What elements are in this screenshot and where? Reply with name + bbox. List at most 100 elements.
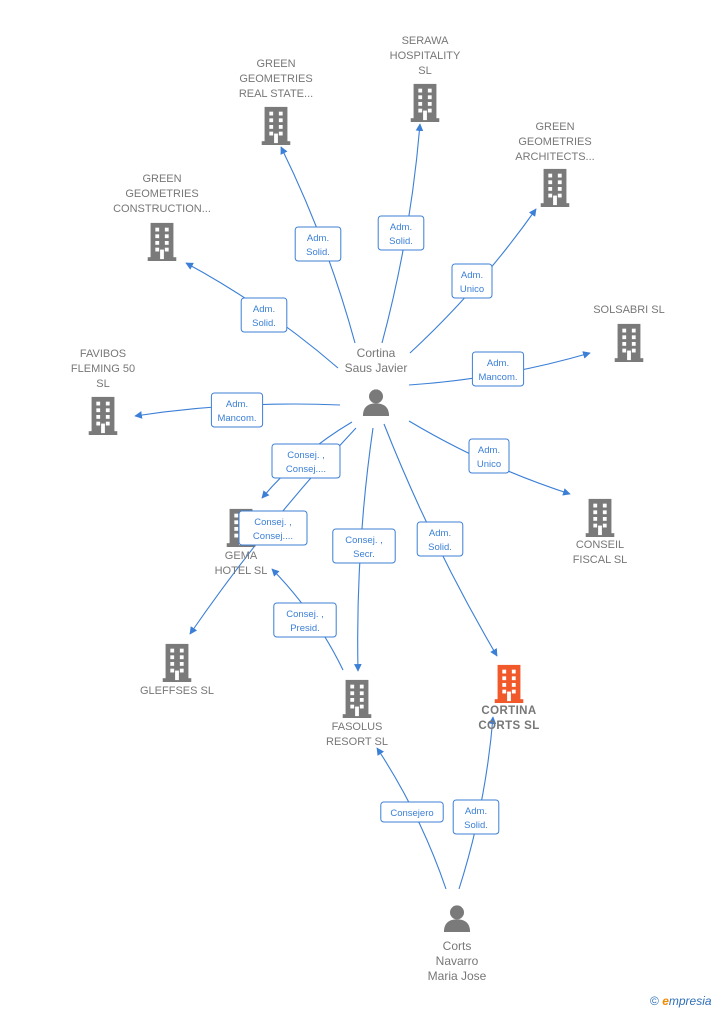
edge-label-cortina-saus-to-green-arch[interactable]: Adm. Unico: [451, 263, 493, 299]
edge-label-cortina-saus-to-gleffses[interactable]: Consej. ,Consej....: [238, 510, 308, 546]
building-icon: [147, 222, 177, 261]
brand-name: mpresia: [668, 994, 712, 1008]
node-label: GEOMETRIES: [239, 73, 312, 85]
building-icon: [342, 679, 372, 718]
edge-label-text: Adm.: [465, 806, 487, 817]
brand-initial: e: [662, 994, 669, 1008]
edge-label-text: Presid.: [290, 623, 320, 634]
edge-label-text: Consej. ,: [286, 609, 324, 620]
edge-label-cortina-saus-to-gema[interactable]: Consej. ,Consej....: [271, 443, 341, 479]
edge-label-corts-navarro-to-fasolus[interactable]: Consejero: [380, 801, 444, 823]
node-label: REAL STATE...: [239, 88, 313, 100]
building-icon: [494, 664, 524, 703]
edge-label-text: Solid.: [464, 820, 488, 831]
node-label: RESORT SL: [326, 736, 388, 748]
edge-label-box: [271, 443, 341, 479]
copyright-symbol: ©: [650, 994, 659, 1008]
node-label: GEOMETRIES: [125, 188, 198, 200]
company-node-gleffses[interactable]: GLEFFSES SL: [140, 643, 214, 697]
node-label: Saus Javier: [345, 361, 408, 375]
person-icon: [362, 389, 390, 416]
edge-label-text: Solid.: [389, 236, 413, 247]
edge-label-cortina-saus-to-green-constr[interactable]: Adm. Solid.: [240, 297, 288, 333]
person-icon: [443, 905, 471, 932]
company-node-conseil[interactable]: CONSEIL FISCAL SL: [573, 498, 628, 566]
edge-label-box: [273, 602, 337, 638]
edge-label-box: [471, 351, 525, 387]
node-label: GLEFFSES SL: [140, 685, 214, 697]
edge-label-text: Solid.: [306, 247, 330, 258]
company-node-green-constr[interactable]: GREENGEOMETRIESCONSTRUCTION...: [113, 173, 211, 261]
edge-labels-layer: Adm.Solid.Adm.Solid.Adm.UnicoAdm.Solid.A…: [210, 215, 525, 835]
company-node-solsabri[interactable]: SOLSABRI SL: [593, 304, 665, 362]
node-label: Corts: [443, 939, 472, 953]
edge-label-text: Solid.: [428, 542, 452, 553]
brand-watermark: © empresia: [650, 994, 712, 1008]
edge-label-box: [468, 438, 510, 474]
edge-label-box: [240, 297, 288, 333]
node-label: CORTS SL: [478, 720, 539, 732]
node-label: ARCHITECTS...: [515, 151, 594, 163]
building-icon: [585, 498, 615, 537]
edge-label-text: Adm.: [487, 358, 509, 369]
edge-label-box: [210, 392, 264, 428]
node-label: SL: [96, 378, 109, 390]
edge-label-cortina-saus-to-solsabri[interactable]: Adm. Mancom.: [471, 351, 525, 387]
nodes-layer: GREEN GEOMETRIES REAL STATE... SERAWA HOSPIT…: [71, 35, 665, 983]
node-label: SERAWA: [402, 35, 450, 47]
edge-label-text: Unico: [460, 284, 484, 295]
node-label: SOLSABRI SL: [593, 304, 665, 316]
edge-label-text: Adm.: [253, 304, 275, 315]
edge-label-box: [332, 528, 396, 564]
edge-label-box: [294, 226, 342, 262]
edge-label-cortina-saus-to-fasolus[interactable]: Consej. ,Secr.: [332, 528, 396, 564]
edge-label-text: Unico: [477, 459, 501, 470]
edge-label-text: Mancom.: [478, 372, 517, 383]
node-label: GREEN: [256, 58, 295, 70]
edge-label-text: Adm.: [390, 222, 412, 233]
node-label: FISCAL SL: [573, 554, 628, 566]
node-label: Maria Jose: [428, 969, 487, 983]
edge-label-cortina-saus-to-green-real[interactable]: Adm.Solid.: [294, 226, 342, 262]
edge-label-fasolus-to-gema[interactable]: Consej. , Presid.: [273, 602, 337, 638]
edge-label-cortina-saus-to-conseil[interactable]: Adm.Unico: [468, 438, 510, 474]
company-node-green-real[interactable]: GREEN GEOMETRIES REAL STATE...: [239, 58, 313, 145]
building-icon: [614, 323, 644, 362]
node-label: HOSPITALITY: [390, 50, 461, 62]
node-label: FLEMING 50: [71, 363, 135, 375]
edge-label-text: Secr.: [353, 549, 375, 560]
edge-label-box: [451, 263, 493, 299]
building-icon: [410, 83, 440, 122]
edge-label-cortina-saus-to-cortina-corts[interactable]: Adm.Solid.: [416, 521, 464, 557]
edge-label-text: Consej....: [253, 531, 293, 542]
edge-label-text: Adm.: [461, 270, 483, 281]
edge-label-text: Consej....: [286, 464, 326, 475]
edge-label-box: [380, 801, 444, 823]
node-label: CONSTRUCTION...: [113, 203, 211, 215]
node-label: GEOMETRIES: [518, 136, 591, 148]
edge-label-text: Adm.: [226, 399, 248, 410]
company-node-green-arch[interactable]: GREENGEOMETRIESARCHITECTS...: [515, 121, 595, 207]
edge-label-box: [416, 521, 464, 557]
edge-label-box: [238, 510, 308, 546]
edge-label-text: Mancom.: [217, 413, 256, 424]
node-label: FAVIBOS: [80, 348, 126, 360]
company-node-favibos[interactable]: FAVIBOS FLEMING 50 SL: [71, 348, 135, 435]
edge-label-corts-navarro-to-cortina-corts[interactable]: Adm. Solid.: [452, 799, 500, 835]
edges-layer: [134, 123, 591, 890]
node-label: Navarro: [436, 954, 479, 968]
edge-label-cortina-saus-to-favibos[interactable]: Adm. Mancom.: [210, 392, 264, 428]
node-label: CONSEIL: [576, 539, 624, 551]
edge-label-text: Solid.: [252, 318, 276, 329]
edge-label-cortina-saus-to-serawa[interactable]: Adm. Solid.: [377, 215, 425, 251]
building-icon: [540, 168, 570, 207]
node-label: HOTEL SL: [215, 565, 268, 577]
